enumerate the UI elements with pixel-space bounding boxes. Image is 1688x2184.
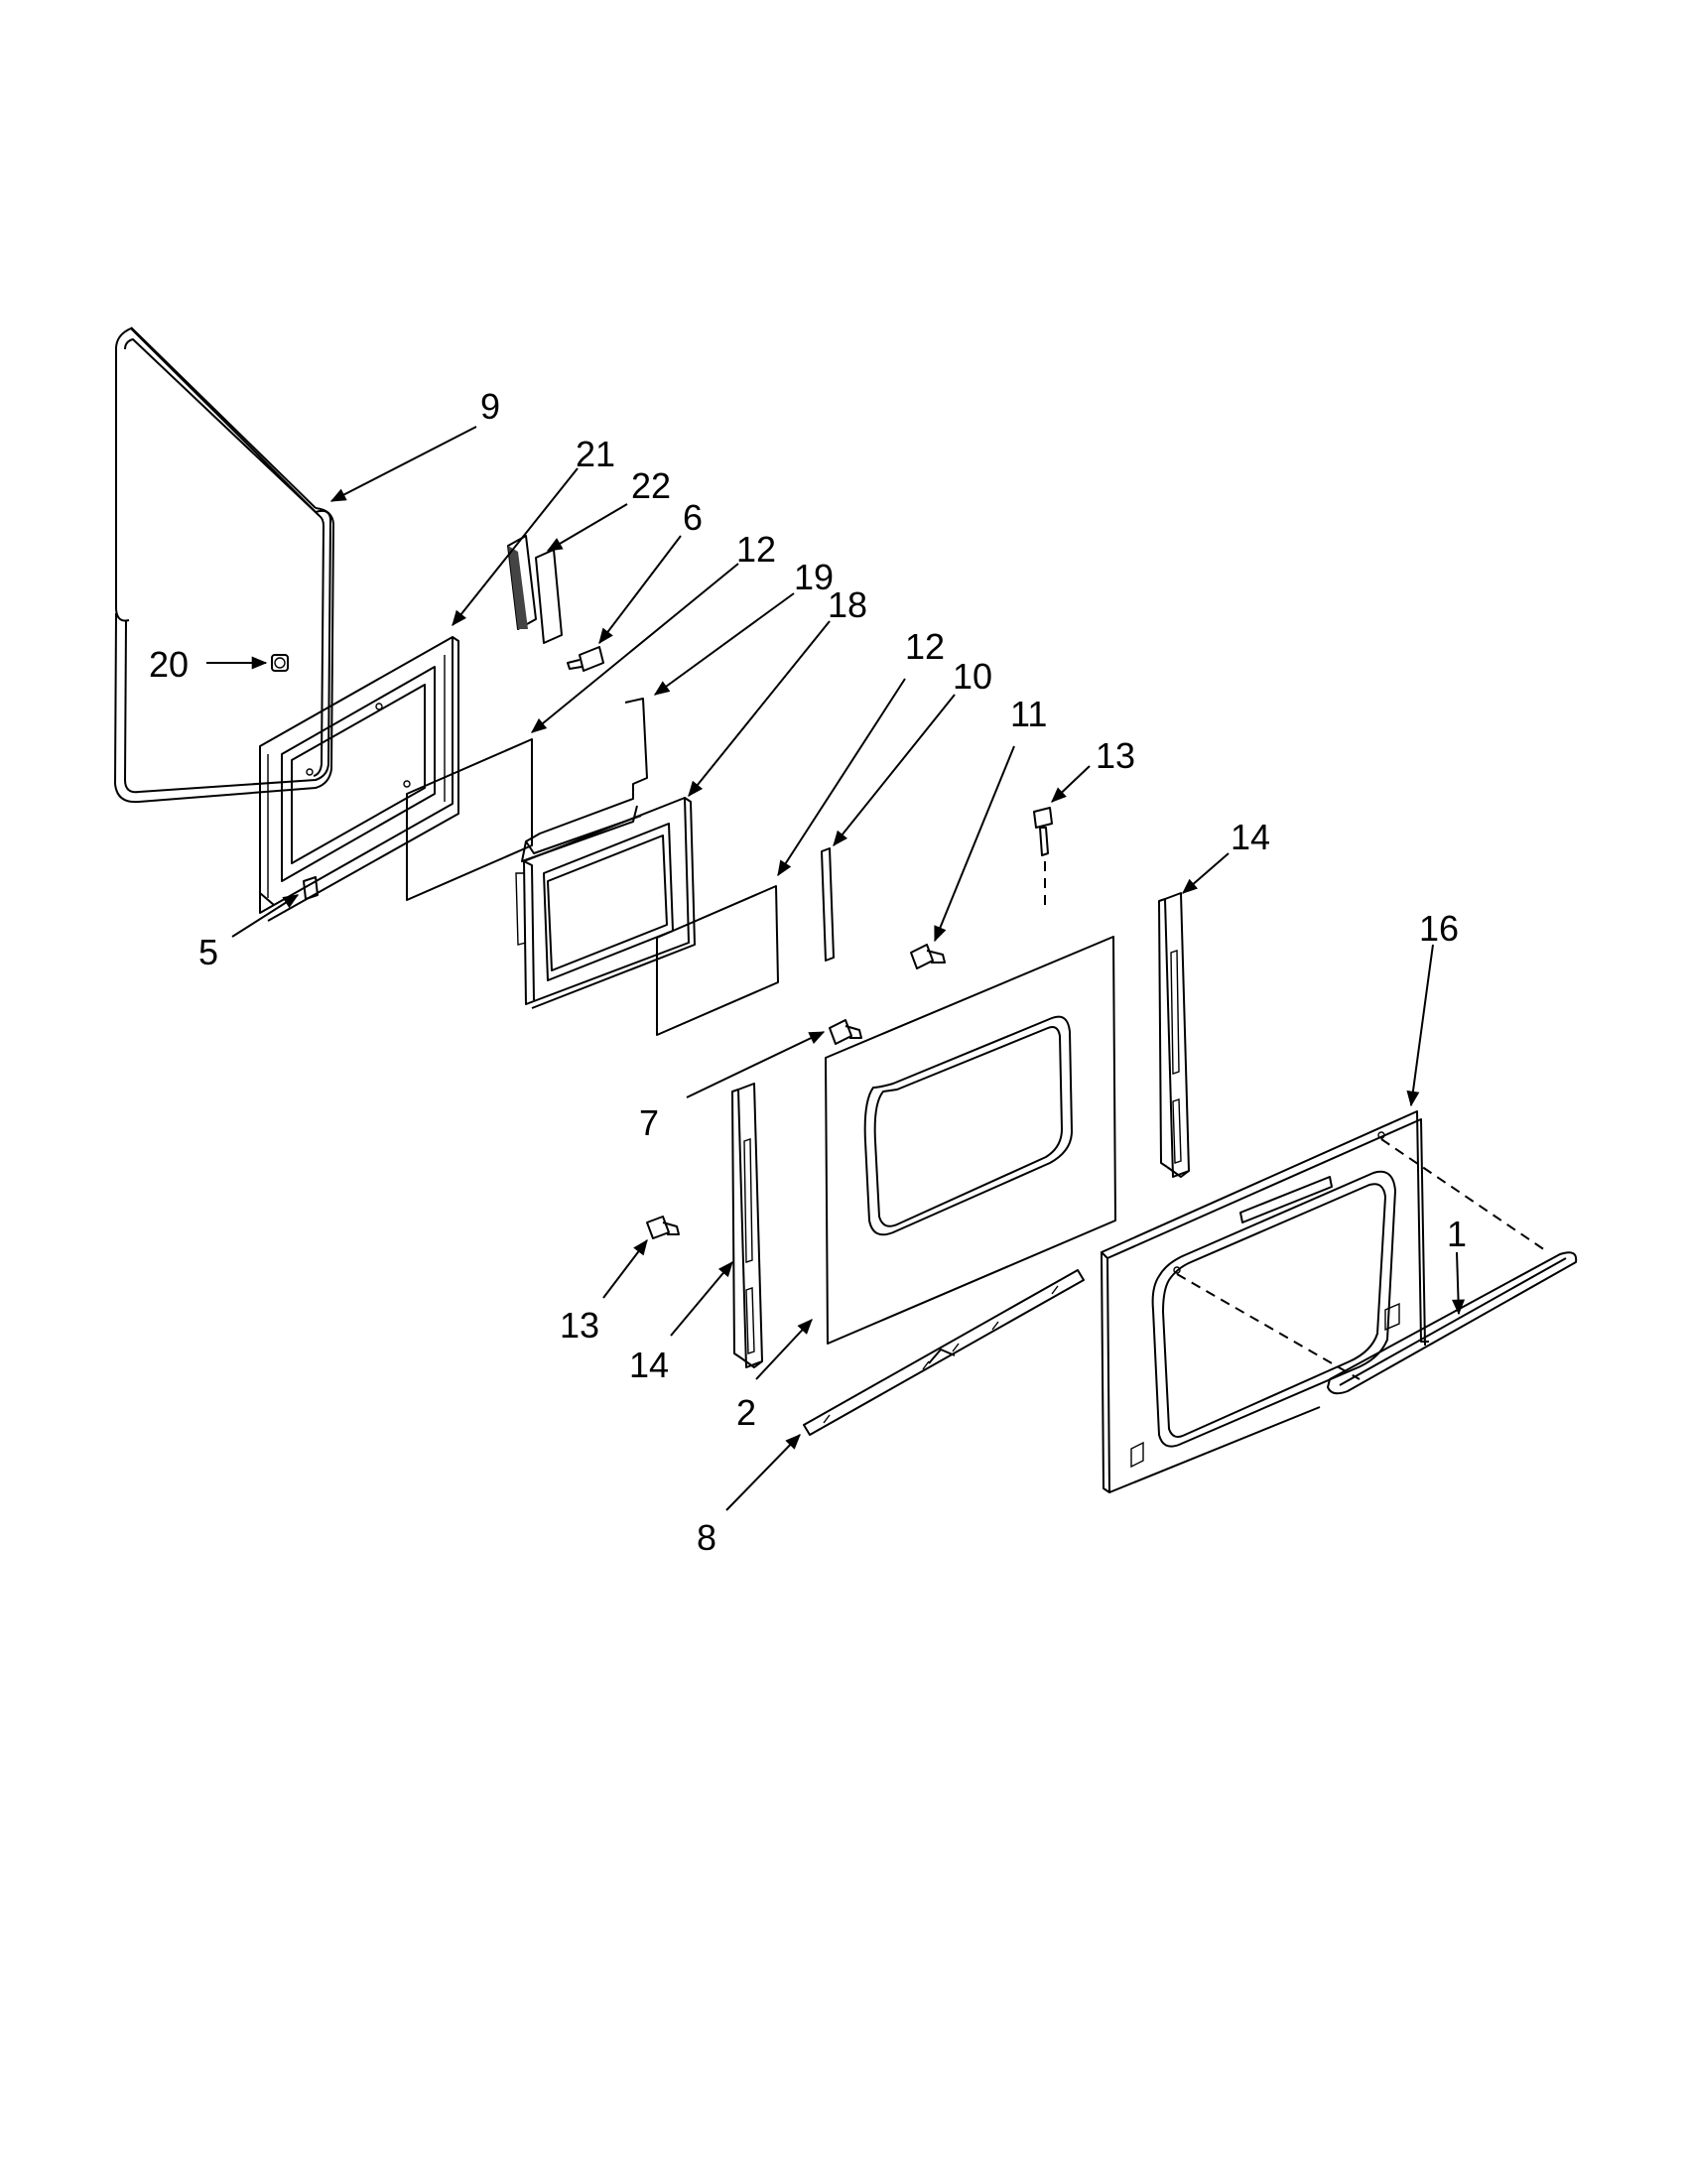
leader-5 (231, 894, 300, 938)
inner-glass-pane-part (406, 738, 533, 901)
leader-2 (755, 1319, 813, 1380)
side-trim-screw-left-part (646, 1216, 680, 1239)
leader-9 (329, 426, 477, 502)
leader-16 (1406, 944, 1434, 1107)
callout-14b: 14 (629, 1345, 669, 1385)
callout-6: 6 (683, 497, 703, 538)
side-trim-screw-right-part (1033, 807, 1053, 905)
handle-mount-line-lower (1176, 1273, 1361, 1380)
callout-13b: 13 (560, 1305, 599, 1346)
frame-screw-part (910, 944, 946, 969)
gasket-clip-part (271, 654, 289, 672)
side-trim-right-part (1158, 892, 1190, 1178)
leader-11 (934, 745, 1015, 943)
callout-2: 2 (736, 1392, 756, 1433)
door-handle-part (1327, 1251, 1578, 1395)
spacer-block-part (303, 876, 319, 900)
outer-door-panel-part (1101, 1110, 1429, 1493)
leader-7 (686, 1031, 826, 1098)
callout-labels: 9 21 22 6 12 19 18 12 10 11 13 14 16 20 … (149, 386, 1467, 1558)
outer-glass-part (825, 936, 1116, 1345)
callout-20: 20 (149, 644, 189, 685)
callout-13a: 13 (1096, 735, 1135, 776)
callout-8: 8 (697, 1517, 716, 1558)
callout-5: 5 (198, 932, 218, 972)
callout-7: 7 (639, 1102, 659, 1143)
leader-6 (598, 535, 682, 645)
leader-14a (1182, 852, 1230, 894)
leader-21 (452, 467, 579, 627)
bottom-trim-part (803, 1269, 1085, 1436)
leader-8 (725, 1434, 801, 1511)
callout-9: 9 (480, 386, 500, 427)
leader-18 (688, 620, 831, 798)
leader-lines (206, 426, 1466, 1511)
callout-19: 19 (794, 557, 834, 597)
leader-22 (546, 503, 628, 552)
leader-13a (1051, 765, 1091, 803)
callout-16: 16 (1419, 908, 1459, 949)
callout-14a: 14 (1231, 817, 1270, 857)
callout-1: 1 (1447, 1214, 1467, 1254)
hinge-part (507, 535, 563, 644)
inner-door-liner-part (259, 636, 459, 922)
callout-18: 18 (828, 584, 867, 625)
side-trim-left-part (731, 1083, 763, 1368)
callout-12b: 12 (905, 626, 945, 667)
leader-12b (777, 678, 906, 877)
leader-14b (670, 1261, 733, 1337)
callout-11: 11 (1010, 694, 1047, 734)
callout-21: 21 (576, 434, 615, 474)
glass-pack-frame-part (515, 797, 696, 1009)
glass-retainer-strip-part (821, 847, 835, 962)
callout-10: 10 (953, 656, 992, 697)
callout-12a: 12 (736, 529, 776, 570)
leader-10 (833, 694, 956, 847)
door-gasket-part (114, 326, 334, 804)
leader-1 (1452, 1251, 1466, 1316)
leader-13b (602, 1238, 648, 1299)
hinge-screw-part (567, 646, 604, 672)
leader-19 (653, 592, 795, 696)
middle-glass-pane-part (656, 885, 779, 1036)
leader-12a (530, 563, 739, 733)
callout-22: 22 (631, 465, 671, 506)
glass-screw-part (829, 1019, 862, 1045)
